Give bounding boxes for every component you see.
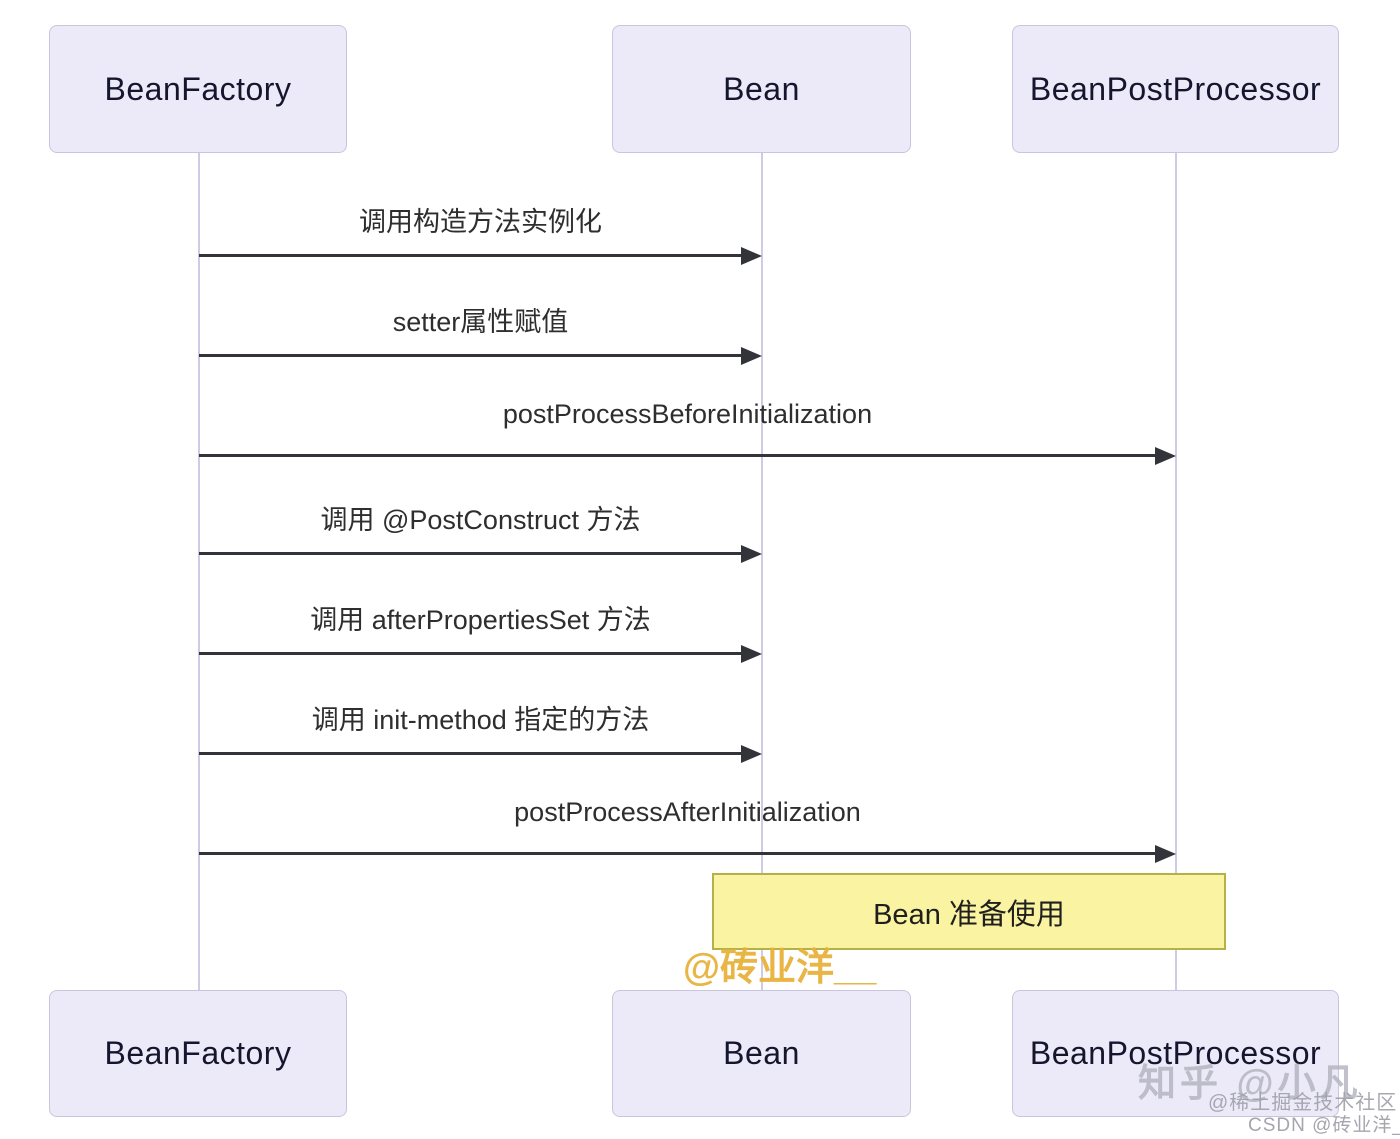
- arrowhead-icon: [741, 247, 762, 265]
- watermark-zhihu: 知乎 @小凡: [1138, 1063, 1362, 1105]
- arrowhead-icon: [1155, 447, 1176, 465]
- message-label-3: postProcessBeforeInitialization: [502, 399, 873, 429]
- arrowhead-icon: [1155, 845, 1176, 863]
- note-label: Bean 准备使用: [873, 898, 1065, 931]
- watermark-juejin: @稀土掘金技术社区: [1208, 1092, 1398, 1114]
- message-arrow-4: [199, 552, 744, 555]
- watermark-author: @砖业洋__: [683, 947, 877, 989]
- actor-label-beanfactory: BeanFactory: [104, 70, 292, 107]
- message-arrow-1: [199, 254, 744, 257]
- actor-box-bean-bottom: Bean: [612, 990, 911, 1117]
- message-arrow-2: [199, 354, 744, 357]
- arrowhead-icon: [741, 545, 762, 563]
- message-label-5: 调用 afterPropertiesSet 方法: [310, 605, 651, 635]
- message-arrow-3: [199, 454, 1158, 457]
- lifeline-beanpostprocessor: [1175, 153, 1177, 990]
- message-label-2: setter属性赋值: [392, 307, 569, 337]
- arrowhead-icon: [741, 645, 762, 663]
- message-label-7: postProcessAfterInitialization: [514, 797, 861, 827]
- lifeline-bean: [761, 153, 763, 990]
- note-bean-ready: Bean 准备使用: [712, 873, 1226, 950]
- message-arrow-6: [199, 752, 744, 755]
- arrowhead-icon: [741, 347, 762, 365]
- actor-box-beanfactory-bottom: BeanFactory: [49, 990, 347, 1117]
- message-arrow-5: [199, 652, 744, 655]
- actor-label-beanpostprocessor: BeanPostProcessor: [1029, 70, 1322, 107]
- message-label-6: 调用 init-method 指定的方法: [311, 705, 650, 735]
- message-label-4: 调用 @PostConstruct 方法: [320, 505, 641, 535]
- arrowhead-icon: [741, 745, 762, 763]
- actor-label-beanfactory: BeanFactory: [104, 1035, 292, 1071]
- actor-label-bean: Bean: [723, 1035, 800, 1071]
- lifeline-beanfactory: [198, 153, 200, 990]
- actor-label-beanpostprocessor: BeanPostProcessor: [1029, 1035, 1322, 1071]
- actor-box-beanpostprocessor-bottom: BeanPostProcessor: [1012, 990, 1339, 1117]
- message-arrow-7: [199, 852, 1158, 855]
- actor-label-bean: Bean: [723, 70, 800, 107]
- actor-box-beanpostprocessor-top: BeanPostProcessor: [1012, 25, 1339, 153]
- actor-box-bean-top: Bean: [612, 25, 911, 153]
- message-label-1: 调用构造方法实例化: [359, 207, 602, 237]
- watermark-csdn: CSDN @砖业洋__: [1248, 1115, 1400, 1136]
- actor-box-beanfactory-top: BeanFactory: [49, 25, 347, 153]
